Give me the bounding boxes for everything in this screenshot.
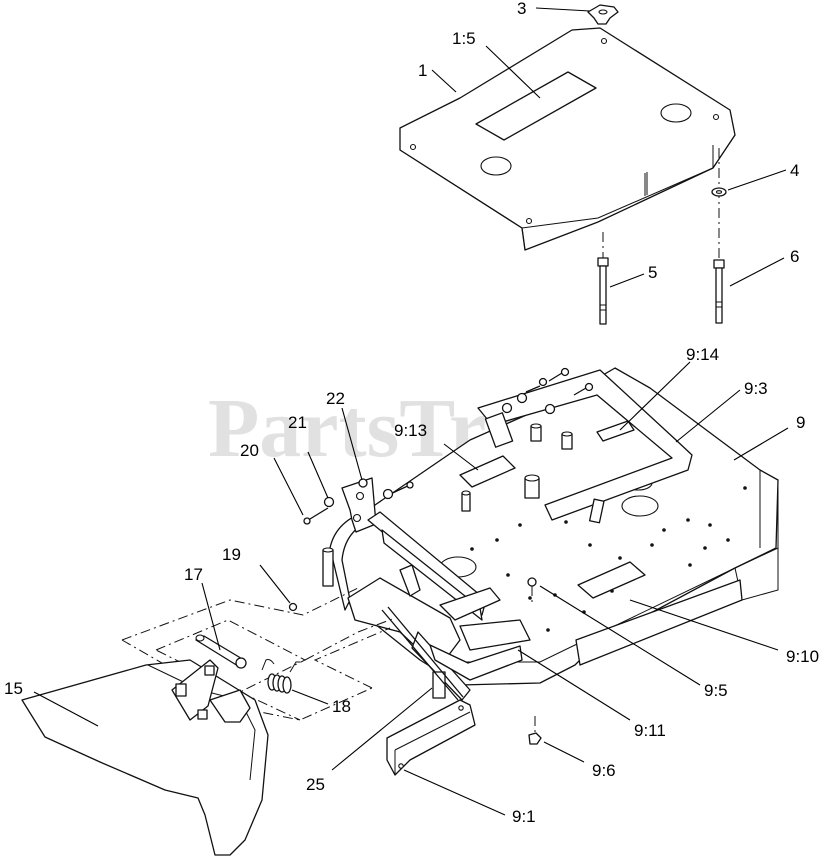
callout-4: 4 — [790, 161, 799, 180]
deck-decal-9-13 — [459, 455, 516, 488]
callout-9-13: 9:13 — [394, 421, 427, 440]
cover-hole-right — [660, 103, 692, 123]
chute-mount — [347, 564, 531, 701]
small-hardware — [288, 577, 542, 745]
callout-17: 17 — [184, 565, 203, 584]
leader-lines — [33, 7, 789, 816]
callout-9-5: 9:5 — [704, 681, 728, 700]
knob — [587, 4, 619, 25]
bolt-5 — [597, 257, 609, 325]
bolt-6 — [713, 259, 725, 324]
callout-22: 22 — [326, 389, 345, 408]
callout-21: 21 — [288, 413, 307, 432]
callout-9: 9 — [796, 413, 805, 432]
callout-9-3: 9:3 — [744, 379, 768, 398]
callout-15: 15 — [4, 679, 23, 698]
deck-decal-9-10 — [577, 561, 646, 599]
callout-3: 3 — [517, 0, 526, 18]
deck-hole-right — [621, 495, 659, 517]
pin-17 — [195, 634, 247, 669]
chute-15 — [21, 659, 269, 856]
callout-9-1: 9:1 — [512, 807, 536, 826]
rear-hardware — [501, 367, 594, 415]
dash-box-outer — [121, 587, 359, 641]
callout-6: 6 — [790, 247, 799, 266]
callout-9-14: 9:14 — [686, 345, 719, 364]
callout-25: 25 — [306, 775, 325, 794]
rear-bracket — [461, 369, 693, 524]
cover-plate — [399, 27, 736, 251]
callout-20: 20 — [240, 441, 259, 460]
skid-plate — [386, 699, 476, 776]
callout-19: 19 — [222, 545, 241, 564]
callout-labels: 3 1:5 1 4 5 6 9:14 9:3 9 22 21 20 9:13 1… — [4, 0, 819, 826]
cover-decal — [475, 71, 597, 141]
callout-5: 5 — [648, 263, 657, 282]
washer-4 — [711, 187, 727, 197]
front-hardware — [303, 478, 414, 525]
callout-9-6: 9:6 — [592, 761, 616, 780]
spring-18 — [261, 659, 300, 694]
callout-18: 18 — [332, 697, 351, 716]
cover-hole-left — [480, 156, 512, 176]
callout-1: 1 — [418, 61, 427, 80]
callout-9-10: 9:10 — [786, 647, 819, 666]
callout-9-11: 9:11 — [634, 721, 666, 740]
callout-1-5: 1:5 — [452, 29, 476, 48]
front-bracket — [322, 477, 487, 621]
rod-25 — [381, 606, 464, 701]
